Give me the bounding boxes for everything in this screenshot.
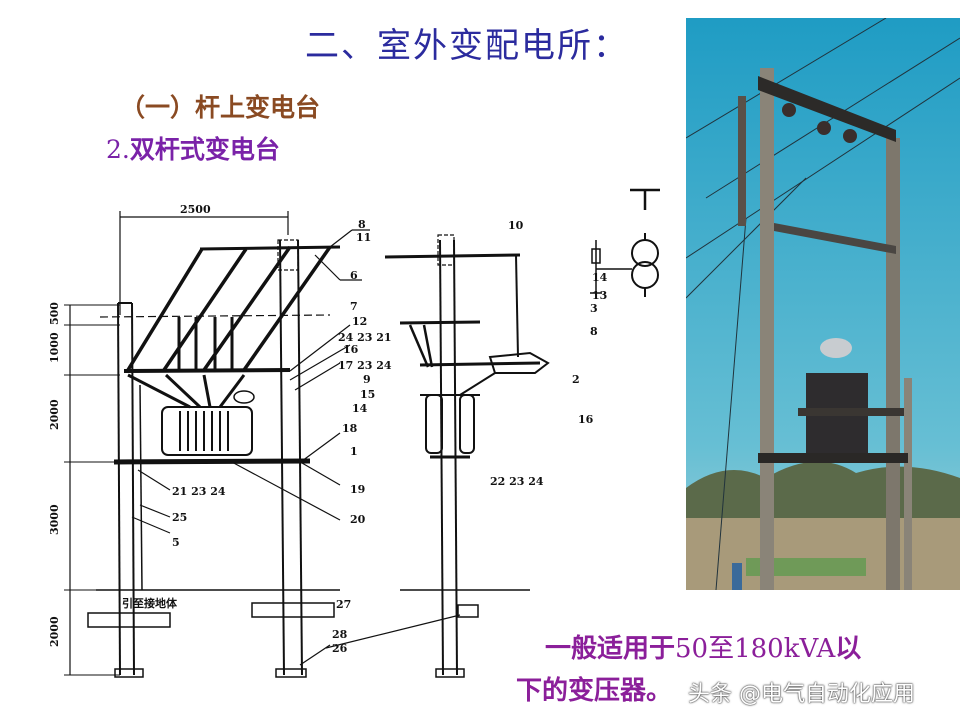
svg-text:22 23 24: 22 23 24 — [490, 475, 544, 488]
svg-text:10: 10 — [508, 219, 524, 232]
svg-text:引至接地体: 引至接地体 — [122, 596, 178, 610]
svg-text:14: 14 — [592, 271, 608, 284]
note-text-c: 以 — [835, 634, 862, 664]
svg-text:24 23 21: 24 23 21 — [338, 331, 392, 344]
svg-text:2: 2 — [572, 373, 580, 386]
svg-text:21 23 24: 21 23 24 — [172, 485, 226, 498]
svg-text:1000: 1000 — [48, 332, 61, 363]
double-pole-substation-diagram: 2500 500 1000 2000 3000 2000 引至接地体 811 6… — [48, 188, 660, 678]
watermark: 头条 @电气自动化应用 — [688, 682, 915, 707]
svg-text:14: 14 — [352, 402, 368, 415]
note-capacity-range: 50至180kVA — [675, 634, 836, 664]
svg-text:3: 3 — [590, 302, 598, 315]
slide-title: 二、室外变配电所： — [305, 26, 629, 66]
svg-text:13: 13 — [592, 289, 607, 302]
dim-2500: 2500 — [180, 203, 211, 216]
svg-text:16: 16 — [578, 413, 594, 426]
usage-note-line2: 下的变压器。 — [516, 676, 673, 706]
svg-text:6: 6 — [350, 269, 358, 282]
svg-text:9: 9 — [363, 373, 371, 386]
svg-text:15: 15 — [360, 388, 375, 401]
svg-text:2000: 2000 — [48, 616, 61, 647]
substation-photo — [686, 18, 960, 590]
svg-text:17 23 24: 17 23 24 — [338, 359, 392, 372]
svg-text:28: 28 — [332, 628, 348, 641]
subsection-number: 2. — [106, 135, 130, 164]
svg-text:12: 12 — [352, 315, 367, 328]
svg-text:7: 7 — [350, 300, 358, 313]
svg-text:20: 20 — [350, 513, 366, 526]
svg-text:3000: 3000 — [48, 504, 61, 535]
svg-text:5: 5 — [172, 536, 180, 549]
svg-text:500: 500 — [48, 302, 61, 325]
svg-text:25: 25 — [172, 511, 187, 524]
svg-text:1: 1 — [350, 445, 358, 458]
svg-text:19: 19 — [350, 483, 365, 496]
note-text-a: 一般适用于 — [545, 634, 676, 664]
svg-text:8: 8 — [590, 325, 598, 338]
svg-text:18: 18 — [342, 422, 358, 435]
svg-text:11: 11 — [356, 231, 371, 244]
subsection-text: 双杆式变电台 — [129, 135, 280, 164]
svg-text:27: 27 — [336, 598, 351, 611]
svg-text:16: 16 — [343, 343, 359, 356]
svg-text:26: 26 — [332, 642, 348, 655]
svg-text:2000: 2000 — [48, 399, 61, 430]
subsection-heading: 2.双杆式变电台 — [106, 130, 280, 166]
section-heading: （一）杆上变电台 — [120, 93, 321, 122]
usage-note-line1: 一般适用于50至180kVA以 — [545, 628, 861, 665]
svg-text:8: 8 — [358, 218, 366, 231]
